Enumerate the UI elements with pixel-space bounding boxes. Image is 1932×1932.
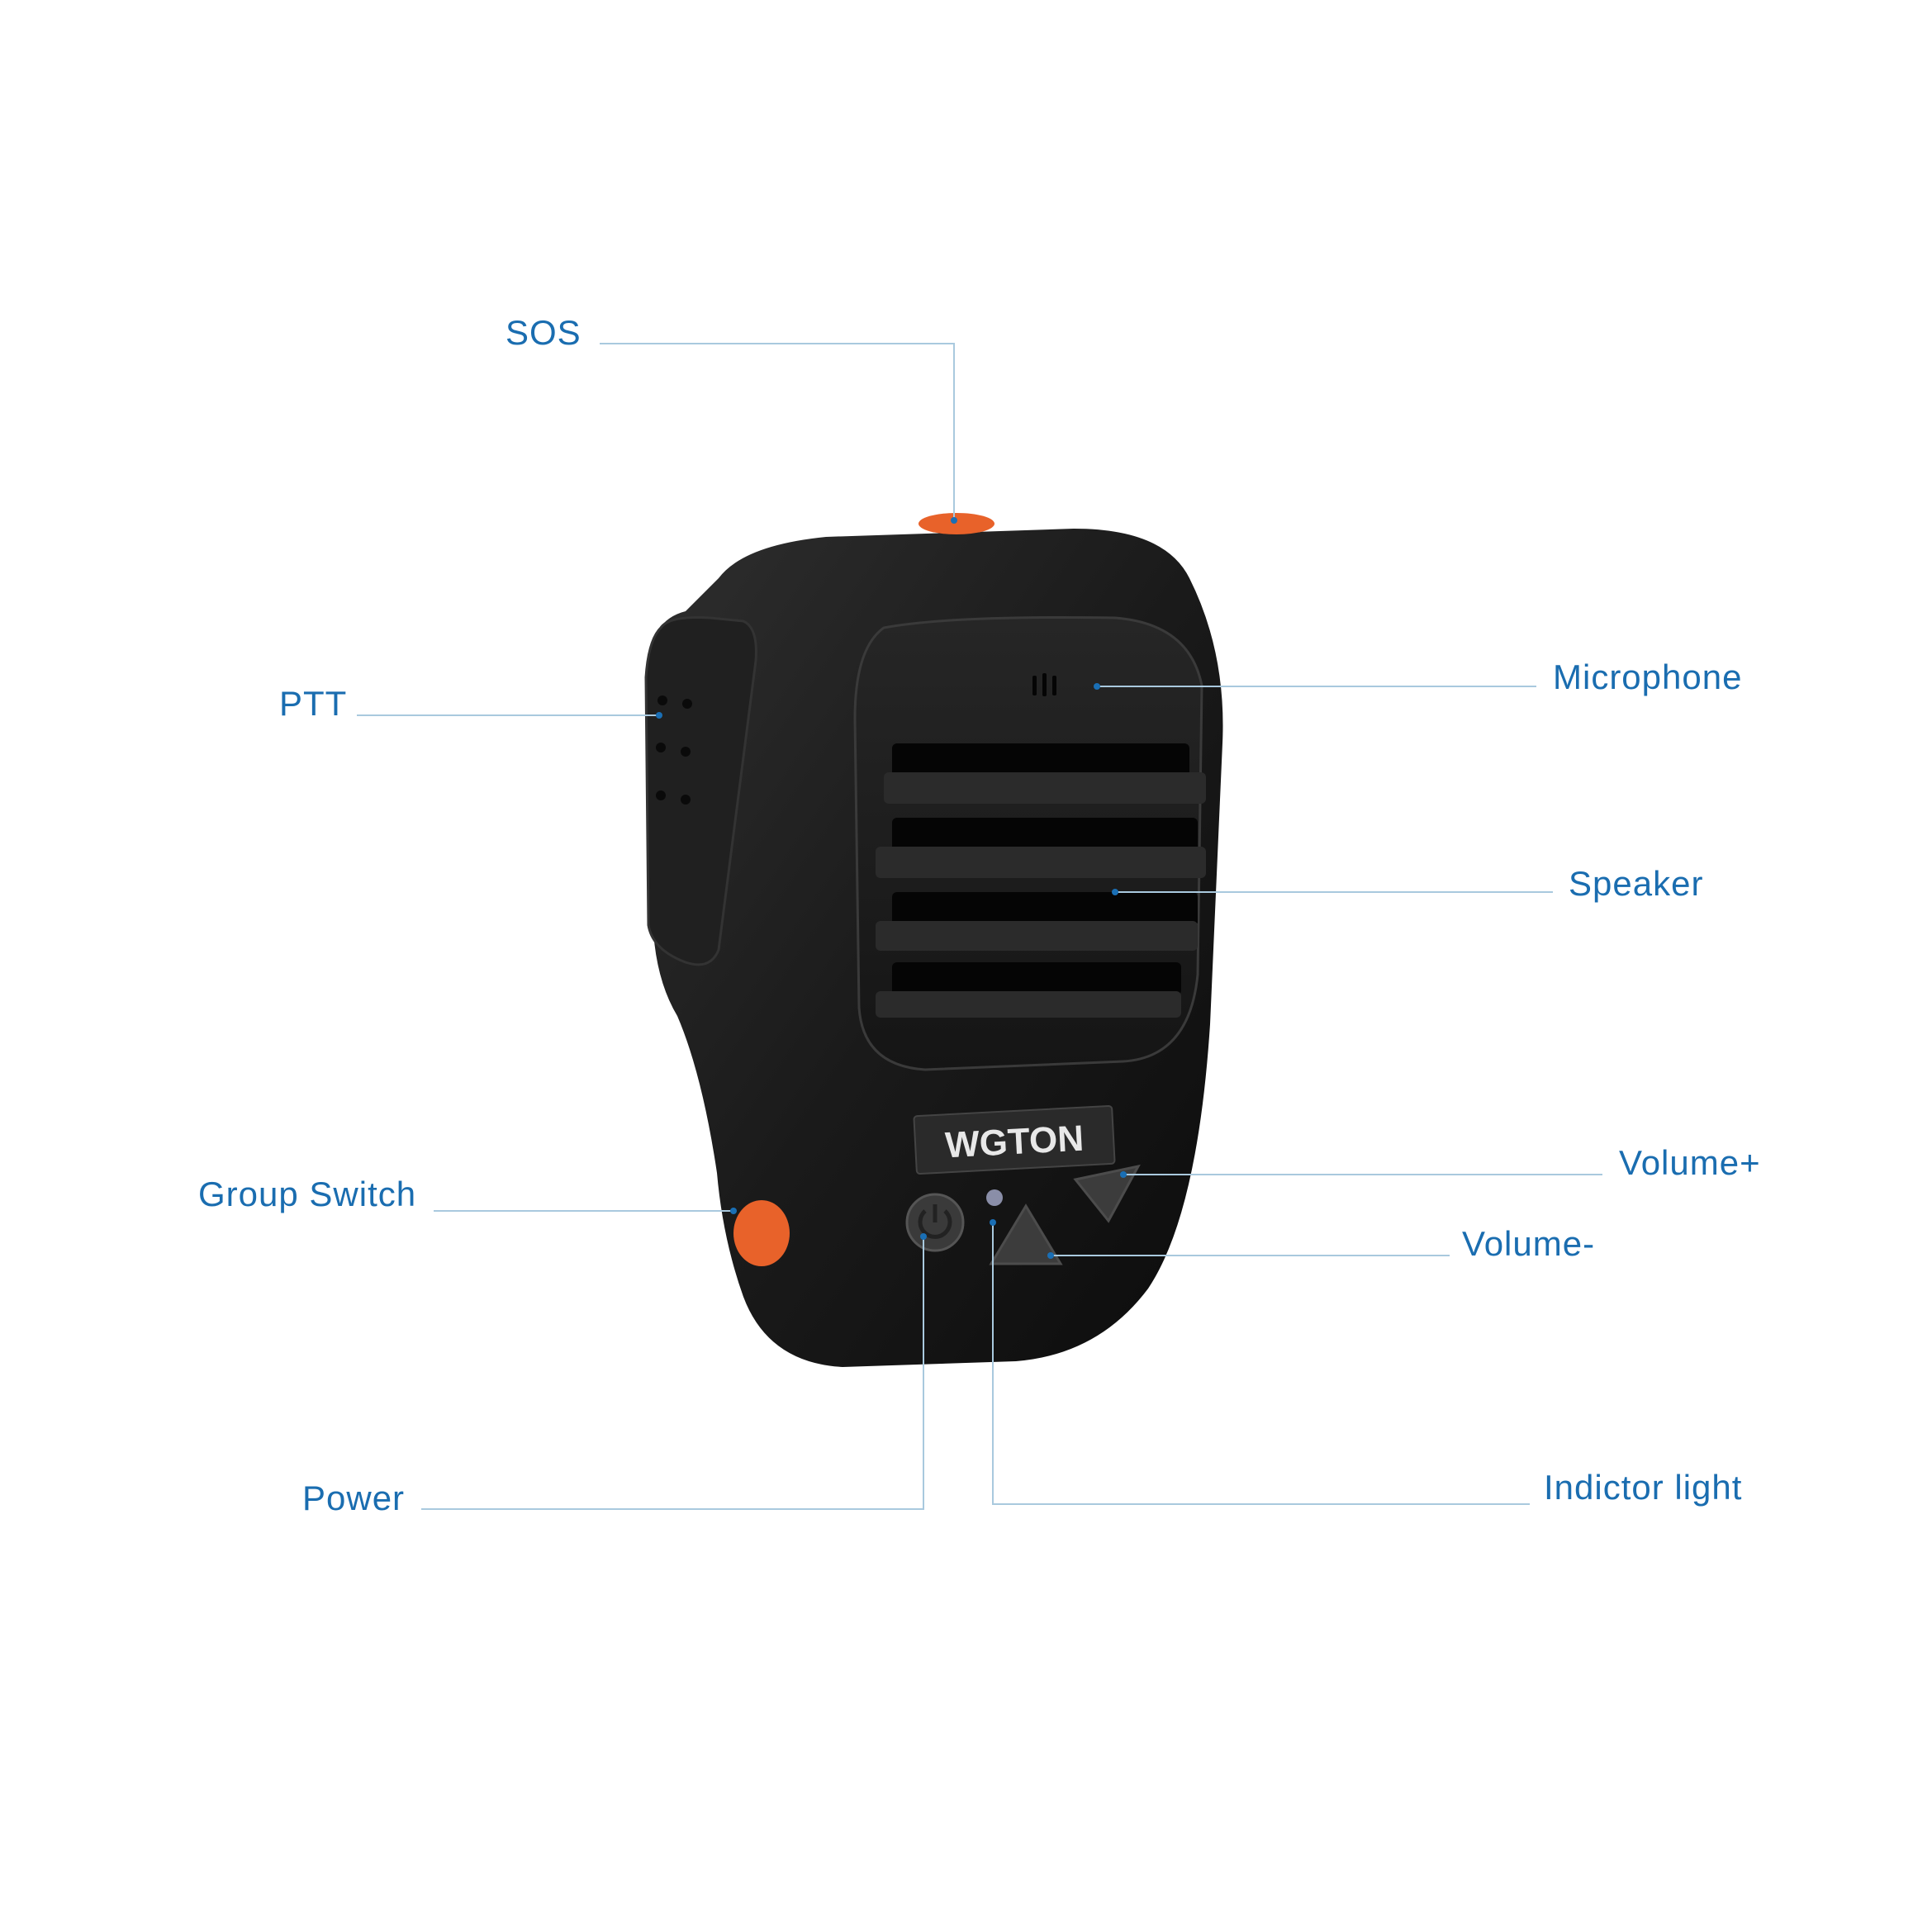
indicator-light xyxy=(986,1189,1003,1206)
leader-lines xyxy=(357,343,1602,1510)
ptt-grip-dots xyxy=(656,695,692,805)
label-indicator-light: Indictor light xyxy=(1544,1468,1742,1507)
label-volume-plus: Volume+ xyxy=(1619,1143,1761,1182)
brand-logo: WGTON xyxy=(944,1118,1085,1166)
volume-minus-button xyxy=(989,1203,1063,1265)
label-speaker: Speaker xyxy=(1569,864,1703,903)
label-sos: SOS xyxy=(506,313,581,352)
label-ptt: PTT xyxy=(279,684,347,723)
group-switch-button xyxy=(733,1200,790,1266)
anchor-dots xyxy=(656,517,1127,1259)
label-group-switch: Group Switch xyxy=(198,1175,416,1213)
label-power: Power xyxy=(302,1479,405,1517)
label-microphone: Microphone xyxy=(1553,657,1742,696)
power-icon xyxy=(918,1204,952,1239)
label-volume-minus: Volume- xyxy=(1462,1224,1595,1263)
speaker-slots xyxy=(876,743,1206,1018)
sos-button xyxy=(919,513,994,534)
microphone-hole-icon xyxy=(1032,673,1056,696)
brand-plate xyxy=(913,1104,1116,1175)
volume-plus-button xyxy=(1073,1164,1141,1223)
ptt-button xyxy=(644,616,757,966)
